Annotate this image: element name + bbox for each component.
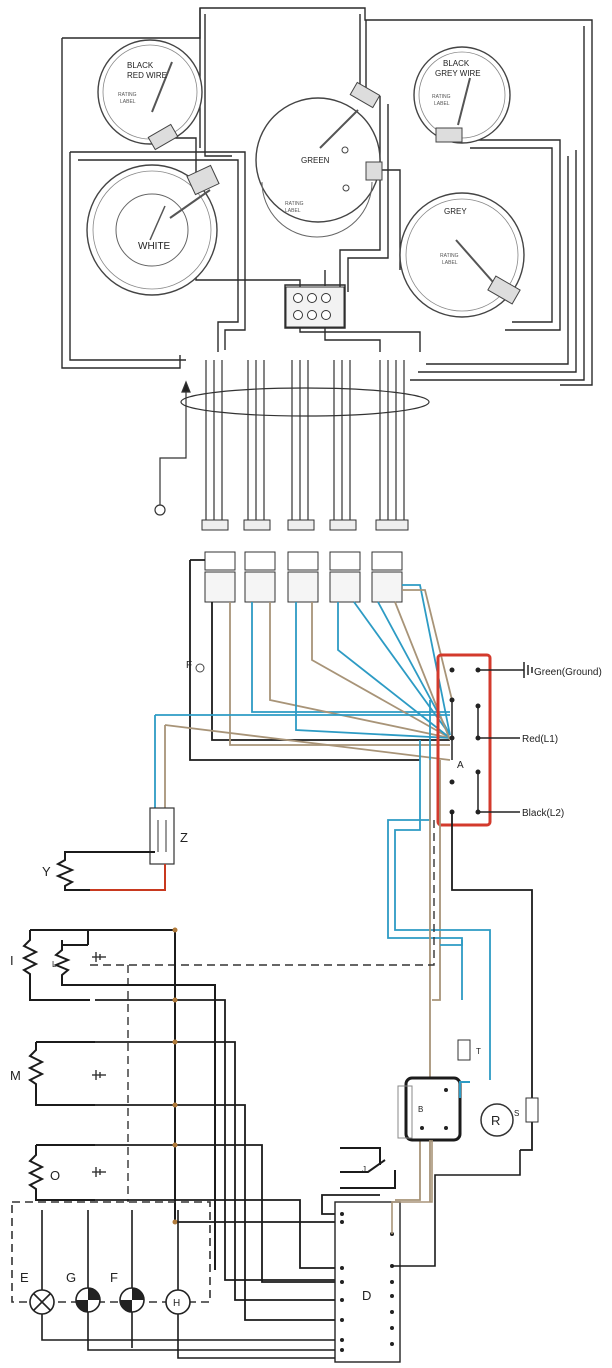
label-h: H xyxy=(173,1298,180,1309)
element-top-left: RATING LABEL xyxy=(97,39,203,151)
label-f-bottom: F xyxy=(110,1270,118,1285)
svg-text:RATING: RATING xyxy=(440,253,459,259)
element-center: RATING LABEL xyxy=(255,81,383,238)
element-top-right: RATING LABEL xyxy=(413,46,511,144)
component-r xyxy=(480,1103,514,1137)
svg-text:RATING: RATING xyxy=(118,92,137,98)
center-terminal-block xyxy=(285,286,345,328)
component-b xyxy=(397,1076,470,1202)
lamp-e-icon xyxy=(29,1289,55,1315)
brown-nodes xyxy=(172,927,178,1225)
lead-label-ground: Green(Ground) xyxy=(534,667,602,678)
svg-text:RATING: RATING xyxy=(432,94,451,100)
component-z xyxy=(149,807,175,865)
component-d xyxy=(334,1140,521,1363)
svg-text:LABEL: LABEL xyxy=(442,260,458,266)
svg-text:LABEL: LABEL xyxy=(434,101,450,107)
svg-text:RATING: RATING xyxy=(285,201,304,207)
label-y: Y xyxy=(42,864,51,879)
heaters-left xyxy=(21,929,216,1270)
component-s xyxy=(525,1097,539,1123)
component-j xyxy=(340,1147,396,1189)
lead-label-l1: Red(L1) xyxy=(522,734,558,745)
label-z: Z xyxy=(180,830,188,845)
heater-to-d-wiring xyxy=(95,999,380,1321)
component-t xyxy=(457,1039,471,1061)
dashed-ground-line xyxy=(90,820,435,1202)
ground-symbol xyxy=(510,662,533,678)
label-m: M xyxy=(10,1068,21,1083)
svg-text:LABEL: LABEL xyxy=(285,208,301,214)
element-left xyxy=(86,164,220,296)
label-f-top: F xyxy=(186,660,192,671)
element-label-left: WHITE xyxy=(138,241,171,252)
terminal-block-a: A xyxy=(436,653,533,827)
lamp-wiring xyxy=(41,1210,335,1359)
label-s: S xyxy=(514,1109,519,1118)
lamp-f-icon xyxy=(119,1287,145,1313)
label-t: T xyxy=(476,1047,481,1056)
component-f-top xyxy=(195,663,205,673)
terminal-block-label: A xyxy=(457,760,464,771)
lamp-box xyxy=(11,1201,211,1303)
connectors xyxy=(201,519,409,603)
label-o: O xyxy=(50,1168,60,1183)
resistor-y xyxy=(55,851,166,891)
wire-harness xyxy=(154,360,430,520)
label-g: G xyxy=(66,1270,76,1285)
element-right: RATING LABEL xyxy=(399,192,525,318)
label-b: B xyxy=(418,1105,423,1114)
element-label-right: GREY xyxy=(444,207,467,216)
label-e: E xyxy=(20,1270,29,1285)
label-d: D xyxy=(362,1288,371,1303)
heater-grounds xyxy=(92,952,106,1177)
label-r: R xyxy=(491,1113,500,1128)
label-l: L xyxy=(52,960,57,969)
label-i: I xyxy=(10,953,14,968)
lamp-h-icon xyxy=(165,1289,191,1315)
svg-text:LABEL: LABEL xyxy=(120,99,136,105)
lead-label-l2: Black(L2) xyxy=(522,808,564,819)
lamp-g-icon xyxy=(75,1287,101,1313)
element-label-center: GREEN xyxy=(301,156,330,165)
switch-wiring xyxy=(154,559,453,808)
label-j: J xyxy=(362,1165,366,1174)
